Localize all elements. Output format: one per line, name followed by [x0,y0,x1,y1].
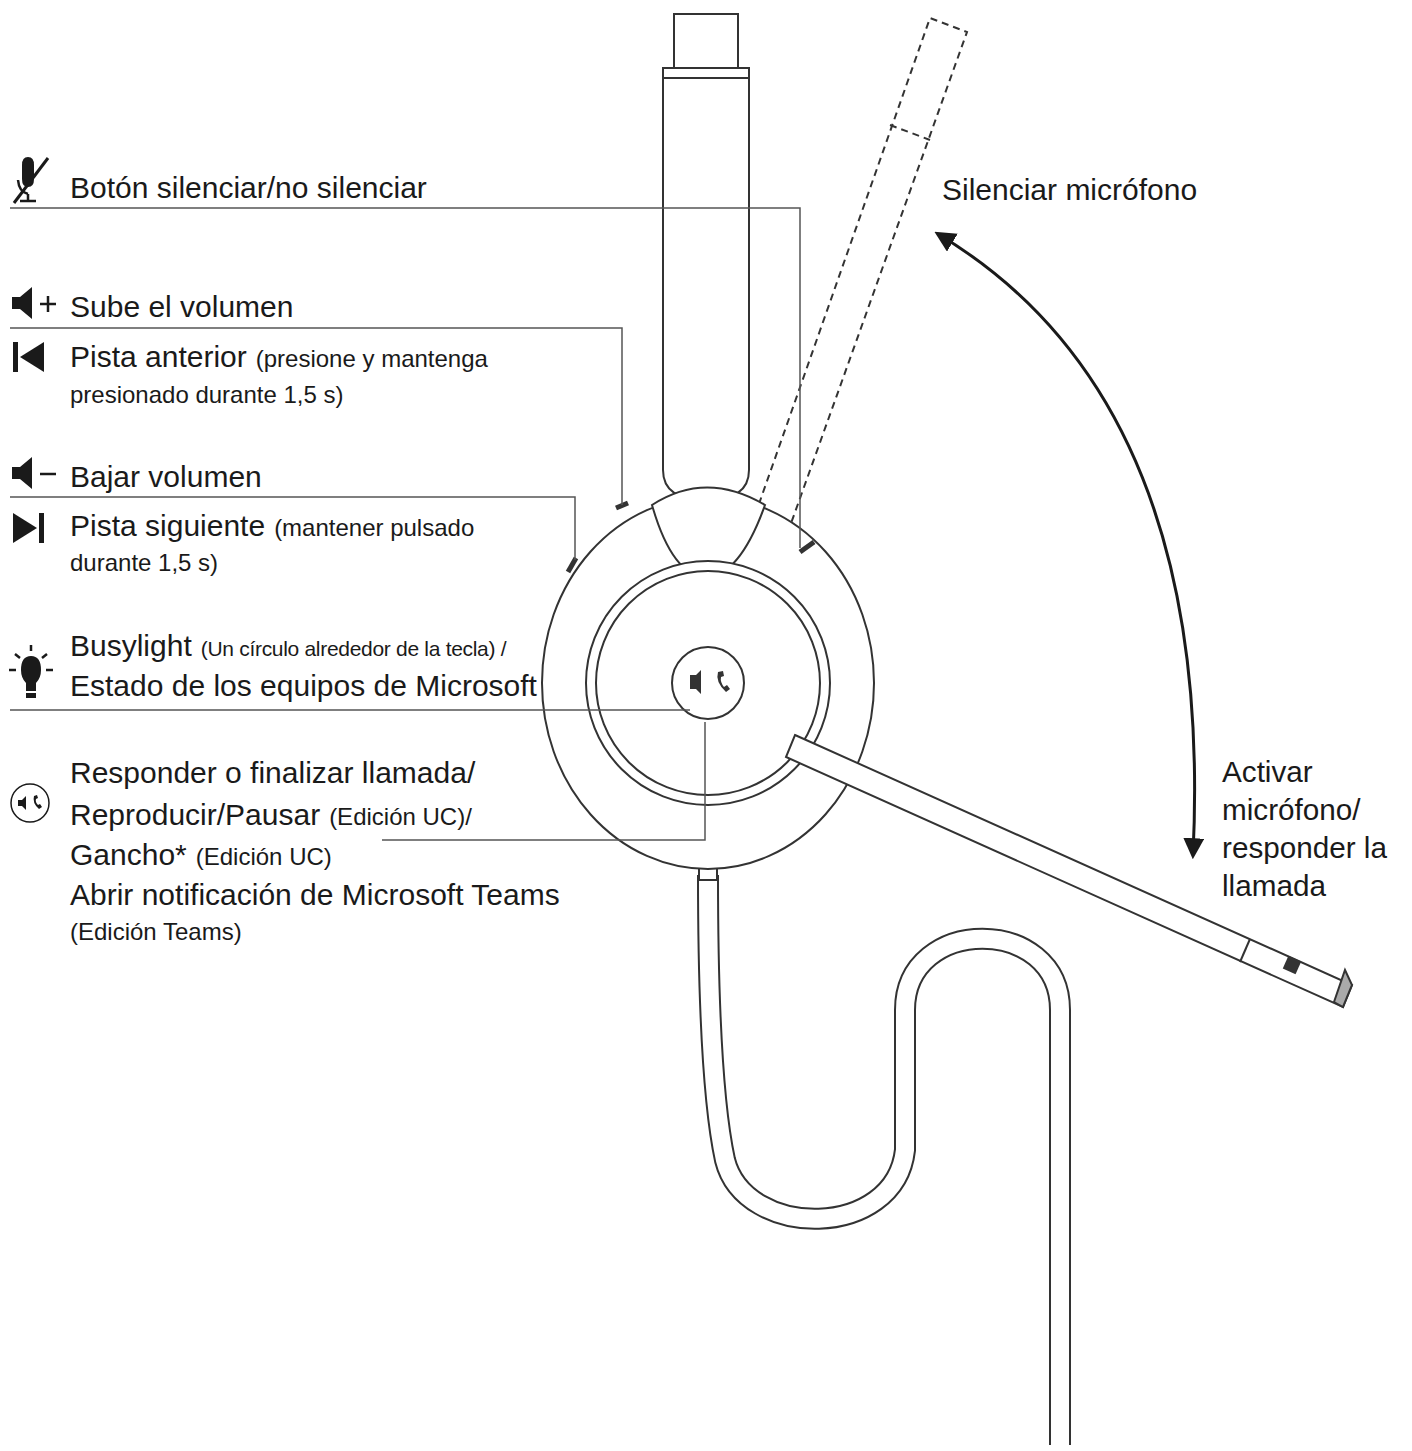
label-group: Botón silenciar/no silenciar [70,168,770,207]
headband-slider [663,68,749,500]
volume-down-key [568,558,576,572]
mute-key [800,542,814,552]
part-label: Abrir notificación de Microsoft Teams [70,878,560,911]
leader-line [10,709,690,711]
note-label: (Un círculo alrededor de la tecla) / [201,637,507,660]
label-group: Gancho* (Edición UC) [70,835,670,874]
part-label: Silenciar micrófono [942,173,1197,206]
label-group: Pista siguiente(mantener pulsado durante… [70,506,540,579]
label-group: (Edición Teams) [70,916,470,947]
headband-line [663,77,749,79]
label-group: Activar micrófono/ responder la llamada [1222,753,1410,905]
button-icon [690,670,701,694]
part-label: Bajar volumen [70,460,262,493]
call-button [672,647,744,719]
previous-track-icon [13,342,44,372]
boom-raised-tip [890,125,930,140]
part-label: Responder o finalizar llamada/ [70,756,475,789]
leader-line [10,328,622,505]
volume-down-icon [12,457,56,489]
teams-logo [1283,956,1301,974]
cable-fill [708,875,1060,1445]
volume-up-icon [12,287,56,319]
part-label: Pista siguiente [70,509,265,542]
part-label: Busylight [70,629,192,662]
part-label: Sube el volumen [70,290,293,323]
boom-band [1240,939,1250,962]
part-label: Botón silenciar/no silenciar [70,171,427,204]
note-label: (Edición UC)/ [329,803,472,830]
label-group: Busylight (Un círculo alrededor de la tec… [70,626,570,665]
label-group: Bajar volumen [70,457,570,496]
label-group: Abrir notificación de Microsoft Teams [70,875,710,914]
label-group: Reproducir/Pausar (Edición UC)/ [70,795,670,834]
headband-top [674,14,738,74]
mic-tip [1334,970,1352,1007]
label-group: Silenciar micrófono [942,170,1242,209]
button-phone [717,671,730,692]
part-label: Estado de los equipos de Microsoft [70,669,537,702]
part-label: Pista anterior [70,340,247,373]
note-label: (Edición UC) [196,843,332,870]
answer-call-icon [11,784,49,822]
cushion-outer [586,561,830,805]
motion-arrow [938,234,1195,855]
mute-icon [14,157,48,203]
part-label: Activar micrófono/ responder la llamada [1222,755,1387,902]
cushion-inner [596,571,820,795]
busylight-icon [9,645,53,698]
boom-raised [735,18,967,582]
note-label: (Edición Teams) [70,918,242,945]
label-group: Responder o finalizar llamada/ [70,753,670,792]
label-group: Pista anterior(presione y mantenga presi… [70,336,550,412]
part-label: Reproducir/Pausar [70,798,320,831]
next-track-icon [13,513,44,543]
cable [708,875,1060,1445]
label-group: Sube el volumen [70,287,610,326]
label-group: Estado de los equipos de Microsoft [70,666,670,705]
part-label: Gancho* [70,838,187,871]
